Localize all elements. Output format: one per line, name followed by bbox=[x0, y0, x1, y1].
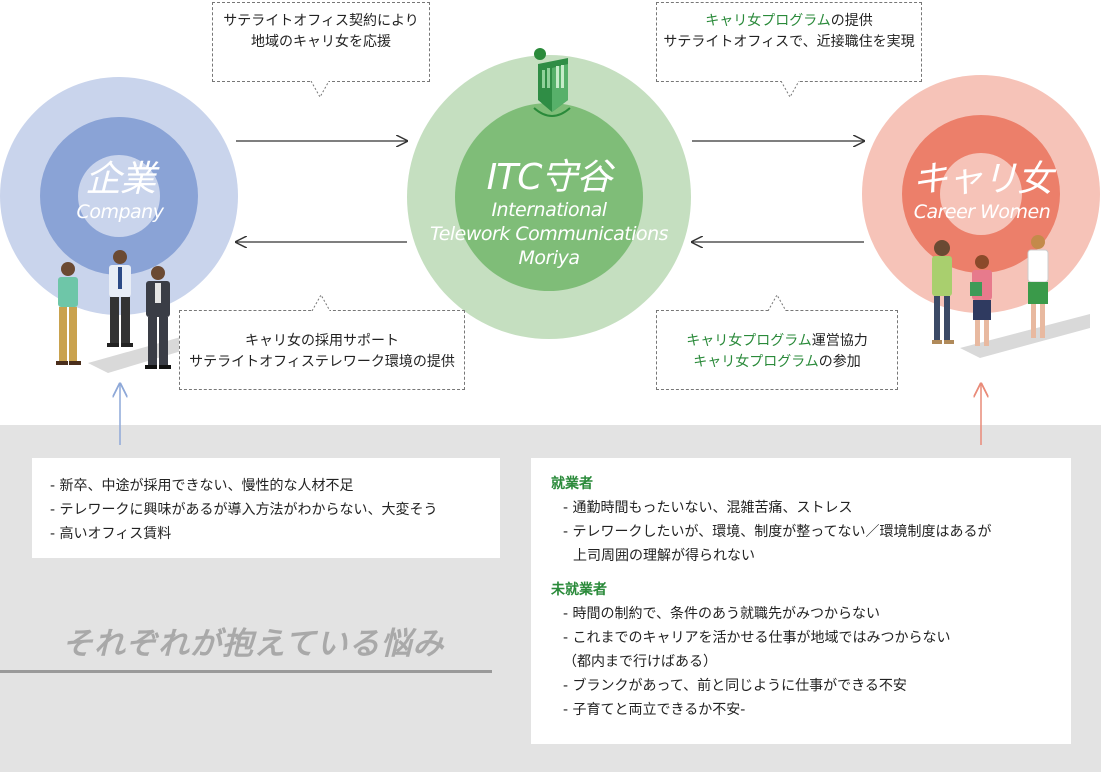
list-item: - 新卒、中途が採用できない、慢性的な人材不足 bbox=[50, 478, 354, 494]
callout-bottom-left: キャリ女の採用サポート サテライトオフィステレワーク環境の提供 bbox=[179, 310, 465, 390]
list-item: - ブランクがあって、前と同じように仕事ができる不安 bbox=[563, 678, 907, 694]
callout-top-right-line-2: サテライトオフィスで、近接職住を実現 bbox=[663, 34, 915, 50]
company-concerns-list: - 新卒、中途が採用できない、慢性的な人材不足 - テレワークに興味があるが導入… bbox=[50, 474, 482, 546]
unemployed-heading: 未就業者 bbox=[551, 582, 607, 598]
company-core bbox=[78, 155, 160, 237]
businessman-3 bbox=[145, 266, 171, 369]
itc-subtitle-line-2: Telework Communications bbox=[429, 223, 669, 245]
career-women-illustration bbox=[932, 235, 1090, 358]
businessman-2 bbox=[107, 250, 133, 347]
list-item: - 通勤時間もったいない、混雑苦痛、ストレス bbox=[563, 500, 853, 516]
callout-bottom-left-line-2: サテライトオフィステレワーク環境の提供 bbox=[189, 354, 455, 370]
program-name: キャリ女プログラム bbox=[686, 333, 812, 349]
woman-2 bbox=[970, 255, 992, 346]
callout-top-left-tail bbox=[310, 81, 330, 99]
woman-1 bbox=[932, 240, 954, 344]
career-title: キャリ女 bbox=[911, 159, 1053, 200]
company-people-illustration bbox=[56, 250, 188, 373]
itc-subtitle-line-1: International bbox=[491, 199, 607, 221]
list-item: - テレワークに興味があるが導入方法がわからない、大変そう bbox=[50, 502, 438, 518]
program-name: キャリ女プログラム bbox=[693, 354, 819, 370]
company-title: 企業 bbox=[84, 159, 156, 200]
callout-bottom-left-tail bbox=[311, 293, 331, 311]
callout-bottom-right-tail bbox=[767, 293, 787, 311]
itc-label: ITC守谷 International Telework Communicati… bbox=[407, 158, 691, 270]
tagline-underline bbox=[0, 670, 492, 673]
list-item: - これまでのキャリアを活かせる仕事が地域ではみつからない bbox=[563, 630, 951, 646]
callout-bottom-right-line-1: キャリ女プログラム運営協力 bbox=[657, 331, 897, 352]
company-concerns-panel: - 新卒、中途が採用できない、慢性的な人材不足 - テレワークに興味があるが導入… bbox=[32, 458, 500, 558]
itc-subtitle-line-3: Moriya bbox=[518, 247, 581, 269]
flow-arrows bbox=[0, 0, 1101, 445]
callout-bottom-left-line-1: キャリ女の採用サポート bbox=[245, 333, 399, 349]
callout-bottom-right: キャリ女プログラム運営協力 キャリ女プログラムの参加 bbox=[656, 310, 898, 390]
employed-concerns-list: - 通勤時間もったいない、混雑苦痛、ストレス - テレワークしたいが、環境、制度… bbox=[551, 496, 1051, 568]
career-label: キャリ女 Career Women bbox=[882, 160, 1082, 224]
program-name: キャリ女プログラム bbox=[705, 13, 831, 29]
callout-top-right-line-1: キャリ女プログラムの提供 bbox=[657, 11, 921, 32]
career-subtitle: Career Women bbox=[913, 201, 1051, 223]
list-item: （都内まで行けばある） bbox=[563, 654, 717, 670]
list-item: - 高いオフィス賃料 bbox=[50, 526, 172, 542]
list-item: - 時間の制約で、条件のあう就職先がみつからない bbox=[563, 606, 880, 622]
unemployed-concerns-list: - 時間の制約で、条件のあう就職先がみつからない - これまでのキャリアを活かせ… bbox=[551, 602, 1051, 722]
company-subtitle: Company bbox=[76, 201, 164, 223]
employed-heading: 就業者 bbox=[551, 476, 593, 492]
callout-bottom-right-line-2-rest: の参加 bbox=[818, 354, 861, 370]
list-item: - 子育てと両立できるか不安- bbox=[563, 702, 746, 718]
callout-top-right: キャリ女プログラムの提供 サテライトオフィスで、近接職住を実現 bbox=[656, 2, 922, 82]
career-concerns-panel: 就業者 - 通勤時間もったいない、混雑苦痛、ストレス - テレワークしたいが、環… bbox=[531, 458, 1071, 744]
callout-top-left: サテライトオフィス契約により 地域のキャリ女を応援 bbox=[212, 2, 430, 82]
callout-top-left-line-1: サテライトオフィス契約により bbox=[223, 13, 419, 29]
callout-top-right-line-1-rest: の提供 bbox=[830, 13, 873, 29]
callout-bottom-right-line-2: キャリ女プログラムの参加 bbox=[657, 352, 897, 373]
callout-top-right-tail bbox=[780, 81, 800, 99]
concerns-tagline: それぞれが抱えている悩み bbox=[62, 626, 445, 662]
company-label: 企業 Company bbox=[40, 160, 200, 224]
itc-inner-ring bbox=[455, 103, 643, 291]
career-core bbox=[940, 153, 1022, 235]
itc-logo-icon bbox=[533, 48, 571, 117]
list-item: 上司周囲の理解が得られない bbox=[573, 548, 755, 564]
businessman-1 bbox=[56, 262, 81, 365]
list-item: - テレワークしたいが、環境、制度が整ってない／環境制度はあるが bbox=[563, 524, 992, 540]
itc-title: ITC守谷 bbox=[486, 157, 613, 198]
woman-3 bbox=[1027, 235, 1049, 338]
callout-top-left-line-2: 地域のキャリ女を応援 bbox=[251, 34, 391, 50]
callout-bottom-right-line-1-rest: 運営協力 bbox=[811, 333, 868, 349]
